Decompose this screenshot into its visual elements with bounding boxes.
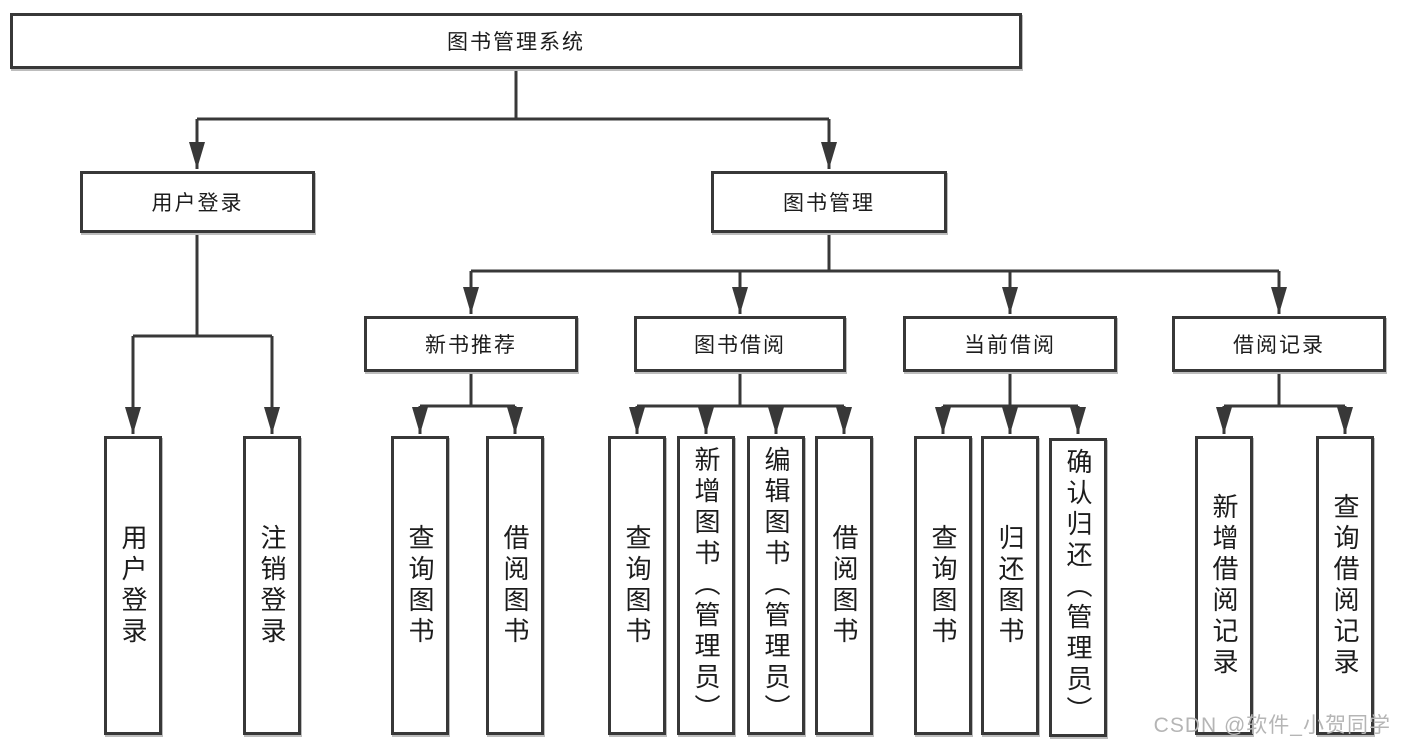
leaf-borrow-books-borrowing: 借阅图书	[815, 436, 873, 735]
leaf-logout: 注销登录	[243, 436, 301, 735]
leaf-confirm-return-admin: 确认归还（管理员）	[1049, 438, 1107, 737]
node-borrowing-records: 借阅记录	[1172, 316, 1386, 372]
leaf-return-book: 归还图书	[981, 436, 1039, 735]
leaf-query-borrow-record: 查询借阅记录	[1316, 436, 1374, 735]
leaf-query-books-recommend: 查询图书	[391, 436, 449, 735]
leaf-edit-book-admin: 编辑图书（管理员）	[747, 436, 805, 735]
node-book-management: 图书管理	[711, 171, 947, 233]
leaf-user-login: 用户登录	[104, 436, 162, 735]
leaf-query-books-borrowing: 查询图书	[608, 436, 666, 735]
node-book-borrowing: 图书借阅	[634, 316, 846, 372]
node-user-login: 用户登录	[80, 171, 315, 233]
csdn-watermark: CSDN @软件_小贺同学	[1153, 714, 1391, 737]
leaf-borrow-books-recommend: 借阅图书	[486, 436, 544, 735]
node-library-system: 图书管理系统	[10, 13, 1022, 69]
node-current-borrowing: 当前借阅	[903, 316, 1117, 372]
leaf-query-books-current: 查询图书	[914, 436, 972, 735]
leaf-add-book-admin: 新增图书（管理员）	[677, 436, 735, 735]
leaf-add-borrow-record: 新增借阅记录	[1195, 436, 1253, 735]
node-new-book-recommend: 新书推荐	[364, 316, 578, 372]
